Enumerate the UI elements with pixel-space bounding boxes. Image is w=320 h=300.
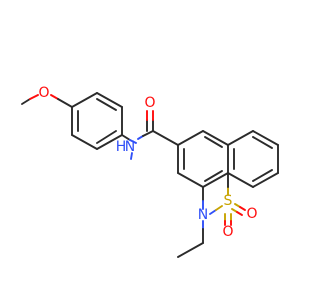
bond — [71, 92, 98, 108]
bond-n-s-blue — [209, 209, 217, 215]
amide-group — [121, 110, 179, 160]
bond-aryl-n — [121, 134, 131, 141]
bond — [227, 130, 254, 146]
bond-inner — [204, 136, 223, 148]
sulfonyl-oxygen-2-label: O — [222, 224, 233, 240]
amide-nitrogen-label: N — [125, 139, 135, 155]
bond — [96, 92, 123, 108]
molecule-structure: O O N H N S O O — [21, 85, 279, 258]
bond-n-h-blue — [130, 152, 133, 160]
methoxy-oxygen-label: O — [38, 85, 49, 101]
bond-inner — [252, 169, 273, 182]
bond-c-ring — [152, 130, 179, 146]
methoxy-group — [21, 94, 73, 108]
bond-inner — [96, 130, 117, 144]
bond-ch3-o-red — [29, 94, 39, 100]
bond-n-c — [142, 130, 154, 137]
sulfonyl-group — [224, 203, 246, 226]
sulfonyl-oxygen-1-label: O — [246, 206, 257, 222]
bond-o-aryl-red — [50, 94, 59, 100]
bond — [202, 172, 229, 188]
bond-ch2-ch3 — [177, 242, 204, 258]
ring-nitrogen-label: N — [198, 207, 208, 223]
bond-inner — [204, 170, 223, 182]
sultam-ring — [202, 172, 229, 215]
bond-s-o1-gold — [234, 203, 241, 208]
middle-benzene-ring — [177, 130, 229, 188]
methoxyphenyl-ring — [71, 92, 123, 150]
bond — [177, 172, 204, 188]
ethyl-group — [177, 220, 204, 258]
bond-n-s-gold — [215, 205, 223, 211]
amide-hydrogen-label: H — [116, 139, 127, 155]
bond-aryl-n-blue — [129, 139, 137, 144]
bond-n-c-blue — [137, 135, 144, 140]
bond-inner — [252, 136, 273, 149]
bond — [71, 134, 98, 150]
bond — [252, 130, 279, 146]
bond — [252, 172, 279, 188]
bond — [227, 172, 254, 188]
bond-o-aryl — [57, 98, 73, 108]
bond-s-o1b-red — [236, 211, 243, 216]
bond — [177, 130, 204, 146]
bond-s-o1b-gold — [231, 208, 238, 213]
bond — [96, 134, 123, 150]
bond-s-o1-red — [239, 206, 246, 211]
sulfur-label: S — [224, 193, 233, 209]
carbonyl-oxygen-label: O — [144, 95, 155, 111]
bond-inner — [96, 98, 117, 111]
bond-ch3-o — [21, 98, 31, 105]
right-benzene-ring — [227, 130, 279, 188]
bond — [202, 130, 229, 146]
molecule-canvas: O O N H N S O O — [21, 85, 279, 258]
